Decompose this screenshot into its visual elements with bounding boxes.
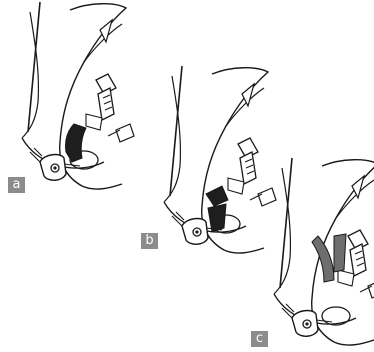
panel-c-illustration xyxy=(273,157,374,346)
panel-c-label: c xyxy=(251,331,268,347)
panel-a-label: a xyxy=(8,177,25,193)
panel-b-label: b xyxy=(141,233,158,249)
panel-b-illustration xyxy=(163,65,277,254)
panel-a-black-strap xyxy=(65,123,87,163)
panel-b-black-strap xyxy=(205,185,229,233)
panel-a-illustration xyxy=(21,1,135,190)
panel-c-grey-strap xyxy=(311,233,347,283)
